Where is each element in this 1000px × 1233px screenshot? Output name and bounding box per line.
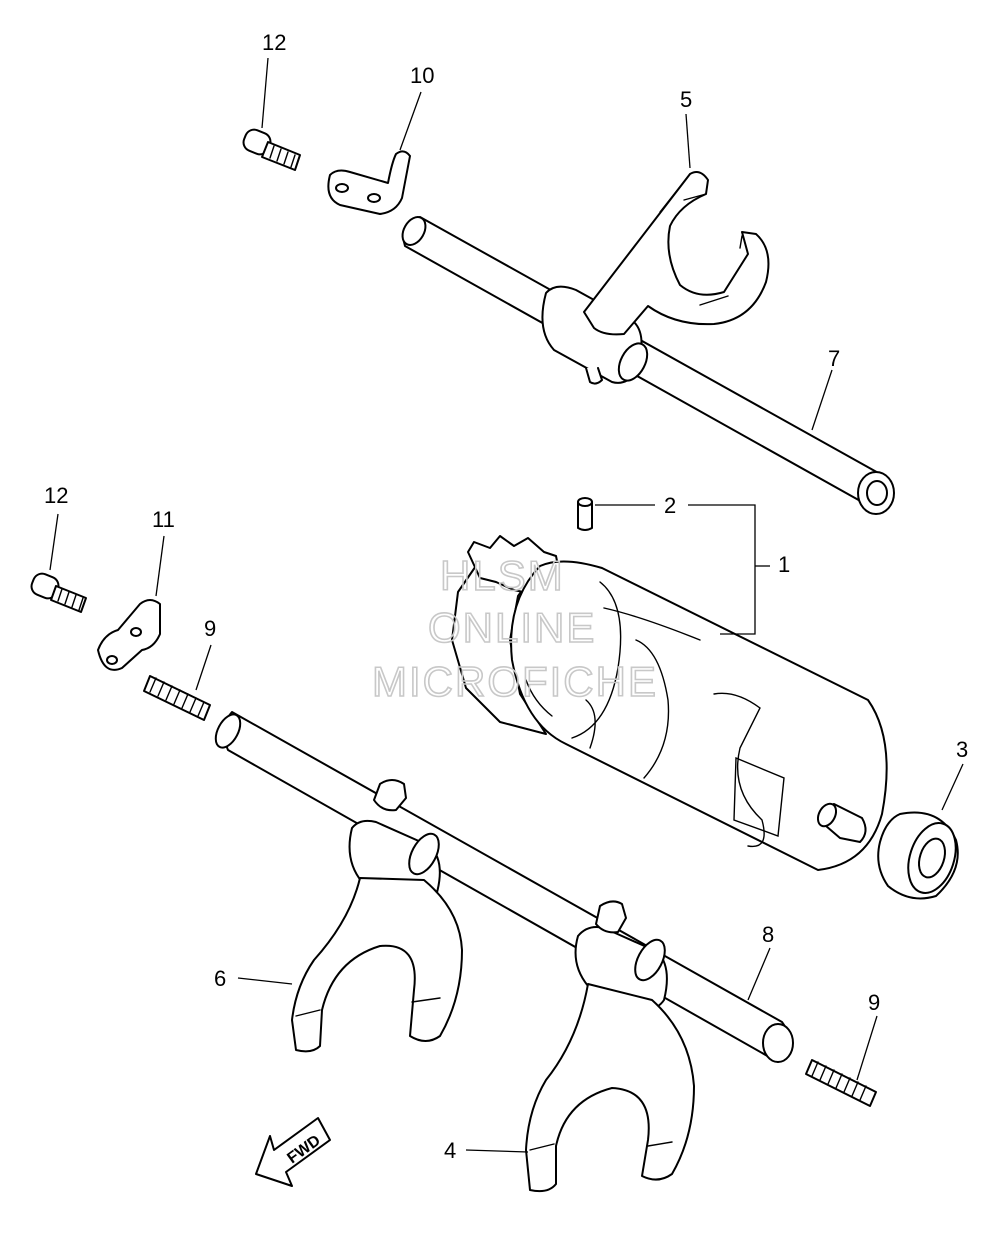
callout-9-left: 9: [204, 616, 216, 641]
part-5-upper-shift-fork: [541, 171, 770, 385]
watermark-line-2: ONLINE: [428, 604, 596, 651]
part-9-left-spring: [143, 675, 211, 721]
callout-11: 11: [152, 507, 175, 532]
callouts: 12 10 5 7 2 1 12 11 9 3 8 9 6 4: [44, 30, 968, 1163]
callout-2: 2: [664, 493, 676, 518]
watermark-line-3: MICROFICHE: [372, 658, 658, 705]
callout-1: 1: [778, 552, 790, 577]
part-1-shift-drum: [451, 535, 888, 871]
part-11-lower-stopper-plate: [97, 599, 161, 671]
watermark-line-1: HLSM: [440, 552, 565, 599]
part-2-pin: [577, 497, 593, 531]
callout-6: 6: [214, 966, 226, 991]
callout-9-right: 9: [868, 990, 880, 1015]
callout-8: 8: [762, 922, 774, 947]
callout-4: 4: [444, 1138, 456, 1163]
part-3-bearing: [877, 811, 959, 900]
part-7-upper-shaft: [401, 216, 895, 515]
part-6-middle-shift-fork: [291, 779, 463, 1053]
fwd-arrow-icon: FWD: [255, 1117, 331, 1187]
callout-7: 7: [828, 346, 840, 371]
callout-5: 5: [680, 87, 692, 112]
callout-10: 10: [410, 63, 434, 88]
part-12-lower-bolt: [30, 572, 87, 613]
part-9-right-spring: [805, 1059, 877, 1107]
part-10-upper-stopper-plate: [327, 150, 411, 215]
callout-3: 3: [956, 737, 968, 762]
part-4-lower-shift-fork: [525, 900, 695, 1193]
callout-12-upper: 12: [262, 30, 286, 55]
watermark: HLSM ONLINE MICROFICHE: [371, 551, 658, 706]
callout-12-lower: 12: [44, 483, 68, 508]
leader-lines: [49, 57, 964, 1153]
part-12-upper-bolt: [242, 128, 301, 171]
